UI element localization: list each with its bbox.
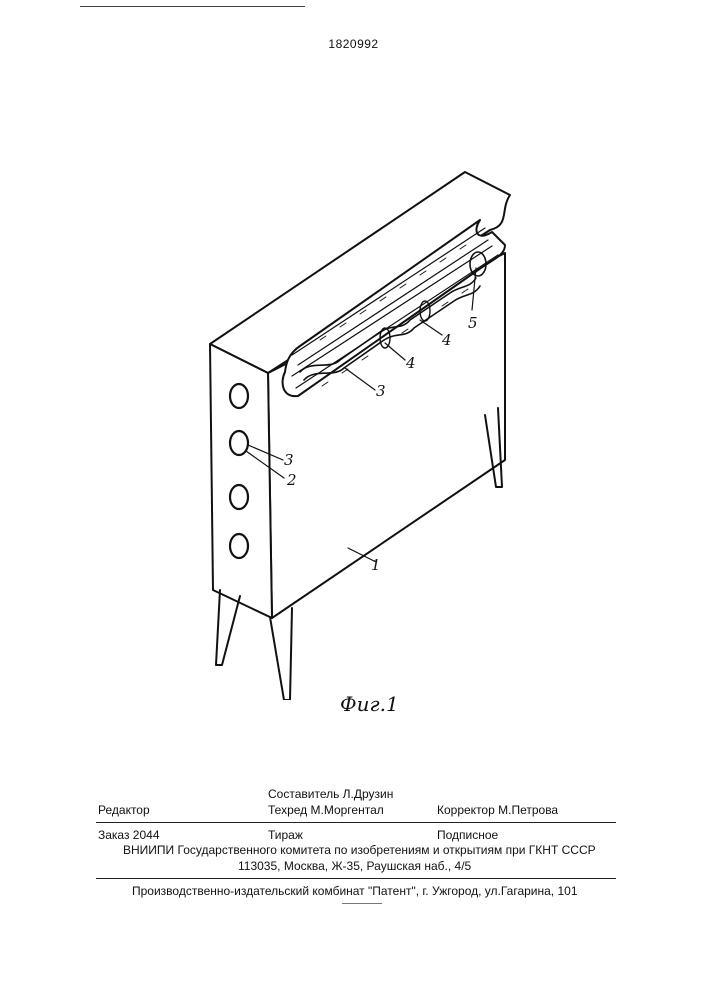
imprint-compiler: Составитель Л.Друзин [268,787,393,801]
publisher-underline [342,903,382,904]
imprint-corrector: Корректор М.Петрова [437,803,558,817]
imprint-rule-bottom [96,878,616,879]
imprint-subscription: Подписное [437,828,498,842]
imprint-institute: ВНИИПИ Государственного комитета по изоб… [123,843,596,857]
label-ring: 2 [286,471,297,489]
label-element-b: 4 [441,331,452,349]
figure-caption: Фиг.1 [340,692,399,716]
leg-front-right [270,608,292,700]
heater-drawing: 1 2 3 3 4 4 5 [180,160,540,700]
imprint-rule-top [96,822,616,823]
imprint-circulation: Тираж [268,828,303,842]
label-tube-inner: 3 [376,382,386,400]
imprint-order: Заказ 2044 [98,828,160,842]
patent-number: 1820992 [0,37,707,51]
imprint-publisher: Производственно-издательский комбинат "П… [132,884,578,898]
top-edge-line [80,6,305,7]
label-element-a: 4 [405,354,416,372]
imprint-techred: Техред М.Моргентал [268,803,384,817]
label-end-cap: 5 [468,314,478,332]
imprint-address: 113035, Москва, Ж-35, Раушская наб., 4/5 [238,859,471,873]
label-tube-side: 3 [284,451,294,469]
imprint-editor-label: Редактор [98,803,150,817]
label-body: 1 [371,556,381,574]
